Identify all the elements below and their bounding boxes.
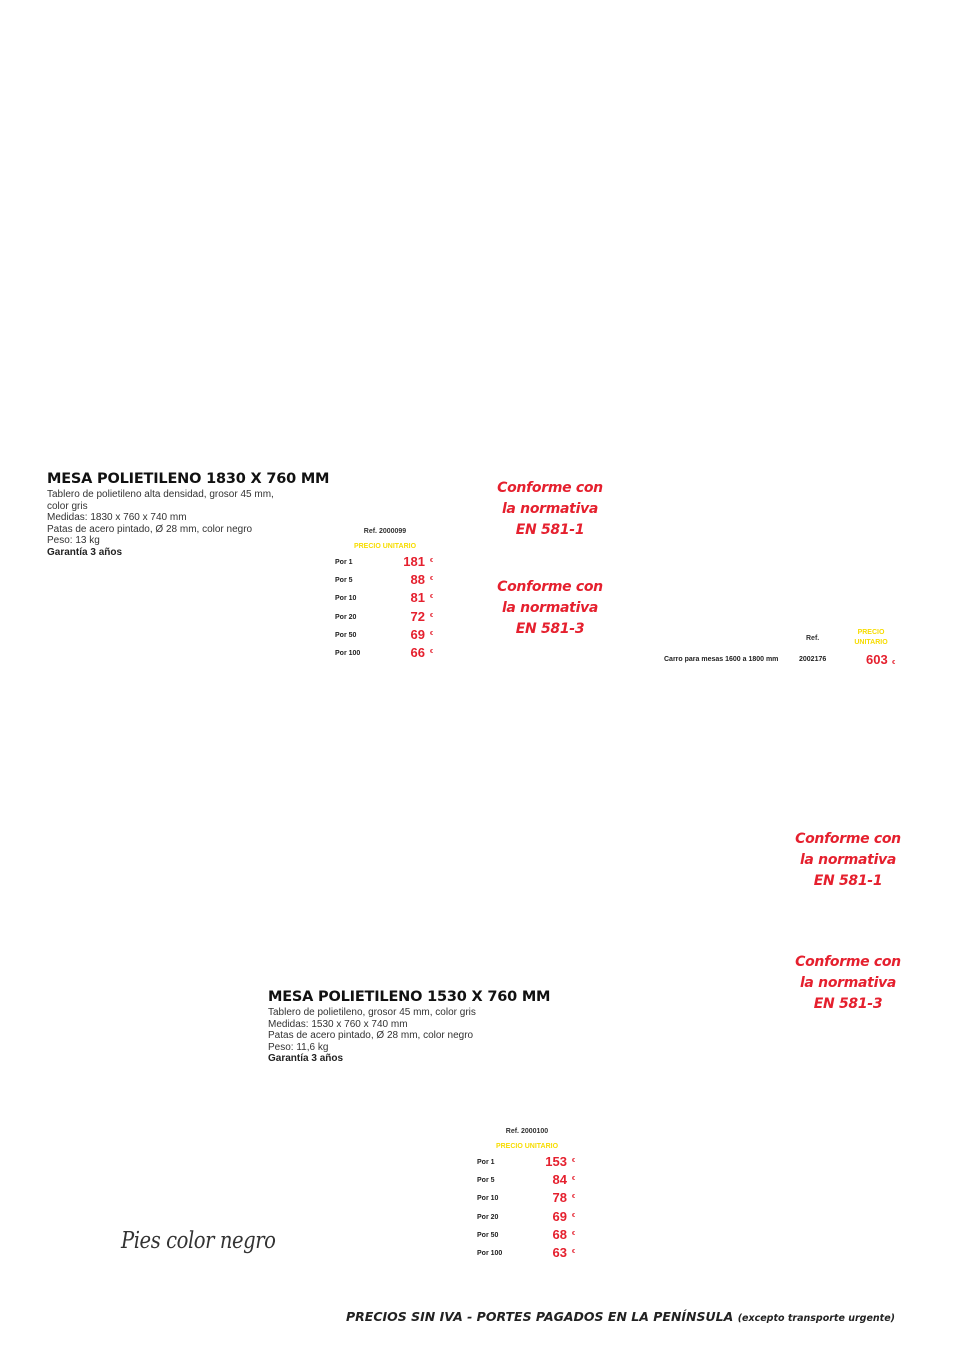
product-2-block: MESA POLIETILENO 1530 X 760 MM Tablero d… [268,989,550,1065]
badge-line: EN 581-3 [813,996,883,1012]
price-amount: 66 [410,644,425,660]
price-amount: 78 [552,1190,567,1206]
price-qty: Por 1 [335,559,353,566]
product-1-ref: Ref. 2000099 [363,528,407,535]
price-row: Por 10 78 € [477,1189,577,1207]
badge-line: la normativa [501,600,599,616]
product-1-desc-line: color gris [47,500,88,512]
currency-symbol: € [571,1230,575,1237]
product-1-unit-price-header: PRECIO UNITARIO [353,543,417,550]
currency-symbol: € [429,594,433,601]
product-1-desc-line: Peso: 13 kg [47,535,100,546]
currency-symbol: € [571,1158,575,1164]
price-row: Por 50 68 € [477,1226,577,1244]
product-2-price-table: Ref. 2000100 PRECIO UNITARIO Por 1 153 €… [477,1128,577,1262]
badge-line: la normativa [501,501,599,517]
product-1-warranty: Garantía 3 años [47,546,123,558]
price-qty: Por 50 [335,631,357,639]
price-qty: Por 10 [335,595,357,603]
footer-main: PRECIOS SIN IVA - PORTES PAGADOS EN LA P… [346,1309,734,1324]
price-row: Por 5 84 € [477,1171,577,1189]
price-amount: 153 [545,1154,567,1169]
price-row: Por 50 69 € [335,626,435,644]
price-row: Por 1 181 € [335,553,435,571]
cart-ref: 2002176 [799,656,827,663]
badge-en581-1: Conforme con la normativa EN 581-1 [495,478,605,541]
currency-symbol: € [571,1248,575,1255]
price-amount: 181 [403,554,425,569]
price-qty: Por 5 [335,577,353,585]
product-2-desc-line: Medidas: 1530 x 760 x 740 mm [268,1018,408,1030]
product-2-warranty: Garantía 3 años [268,1053,344,1064]
badge-line: la normativa [799,852,897,868]
cart-unit-header-line: UNITARIO [854,639,888,646]
price-row: Por 5 88 € [335,571,435,589]
currency-symbol: € [571,1212,575,1219]
footer-note: PRECIOS SIN IVA - PORTES PAGADOS EN LA P… [346,1309,895,1324]
currency-symbol: € [571,1176,575,1183]
product-2-desc-line: Peso: 11,6 kg [268,1041,329,1053]
price-qty: Por 100 [477,1249,503,1257]
product-2-unit-price-header: PRECIO UNITARIO [495,1143,559,1150]
price-amount: 68 [552,1226,567,1242]
badge-line: la normativa [799,975,897,991]
price-row: Por 100 66 € [335,644,435,662]
cart-label: Carro para mesas 1600 a 1800 mm [664,656,779,663]
price-amount: 69 [552,1208,567,1224]
price-row: Por 20 72 € [335,608,435,626]
badge-line: EN 581-1 [515,522,585,538]
price-amount: 69 [410,626,425,642]
price-amount: 84 [552,1172,567,1188]
price-row: Por 10 81 € [335,589,435,607]
price-row: Por 100 63 € [477,1244,577,1262]
badge-line: Conforme con [795,954,901,970]
price-row: Por 1 153 € [477,1153,577,1171]
cart-ref-header: Ref. [806,635,820,642]
currency-symbol: € [429,576,433,583]
product-1-title: MESA POLIETILENO 1830 X 760 MM [47,471,330,487]
price-qty: Por 20 [477,1213,499,1221]
currency-symbol: € [429,630,433,637]
badge-line: Conforme con [497,480,603,496]
badge-en581-3: Conforme con la normativa EN 581-3 [793,952,903,1015]
price-qty: Por 1 [477,1159,495,1166]
product-1-desc-line: Medidas: 1830 x 760 x 740 mm [47,512,187,523]
price-amount: 88 [410,572,425,588]
cart-unit-price-header: PRECIO UNITARIO [846,628,896,648]
cart-unit-header-line: PRECIO [857,629,885,636]
price-amount: 72 [410,608,425,624]
cart-price: 603 [866,652,888,667]
price-qty: Por 5 [477,1177,495,1185]
badge-line: Conforme con [497,579,603,595]
price-qty: Por 50 [477,1231,499,1239]
price-amount: 63 [552,1244,567,1260]
currency-symbol: € [429,558,433,564]
product-2-title: MESA POLIETILENO 1530 X 760 MM [268,989,551,1005]
currency-symbol: € [571,1194,575,1201]
currency-symbol: € [892,660,896,666]
badge-line: EN 581-1 [813,873,883,889]
product-2-desc-line: Patas de acero pintado, Ø 28 mm, color n… [268,1030,474,1041]
badge-line: EN 581-3 [515,621,585,637]
product-2-desc-line: Tablero de polietileno, grosor 45 mm, co… [268,1007,476,1018]
price-qty: Por 20 [335,613,357,621]
price-qty: Por 10 [477,1195,499,1203]
badge-en581-1: Conforme con la normativa EN 581-1 [793,829,903,892]
product-1-price-table: Ref. 2000099 PRECIO UNITARIO Por 1 181 €… [335,528,435,662]
legs-color-note: Pies color negro [121,1228,276,1254]
price-qty: Por 100 [335,649,361,657]
product-2-ref: Ref. 2000100 [505,1128,549,1135]
product-1-desc-line: Tablero de polietileno alta densidad, gr… [47,489,274,500]
product-1-block: MESA POLIETILENO 1830 X 760 MM Tablero d… [47,471,329,558]
badge-en581-3: Conforme con la normativa EN 581-3 [495,577,605,640]
footer-exception: (excepto transporte urgente) [737,1313,895,1324]
price-amount: 81 [410,590,425,606]
currency-symbol: € [429,612,433,619]
price-row: Por 20 69 € [477,1208,577,1226]
currency-symbol: € [429,648,433,655]
badge-line: Conforme con [795,831,901,847]
cart-price-cell: 603 € [866,651,895,669]
product-1-desc-line: Patas de acero pintado, Ø 28 mm, color n… [47,523,253,535]
